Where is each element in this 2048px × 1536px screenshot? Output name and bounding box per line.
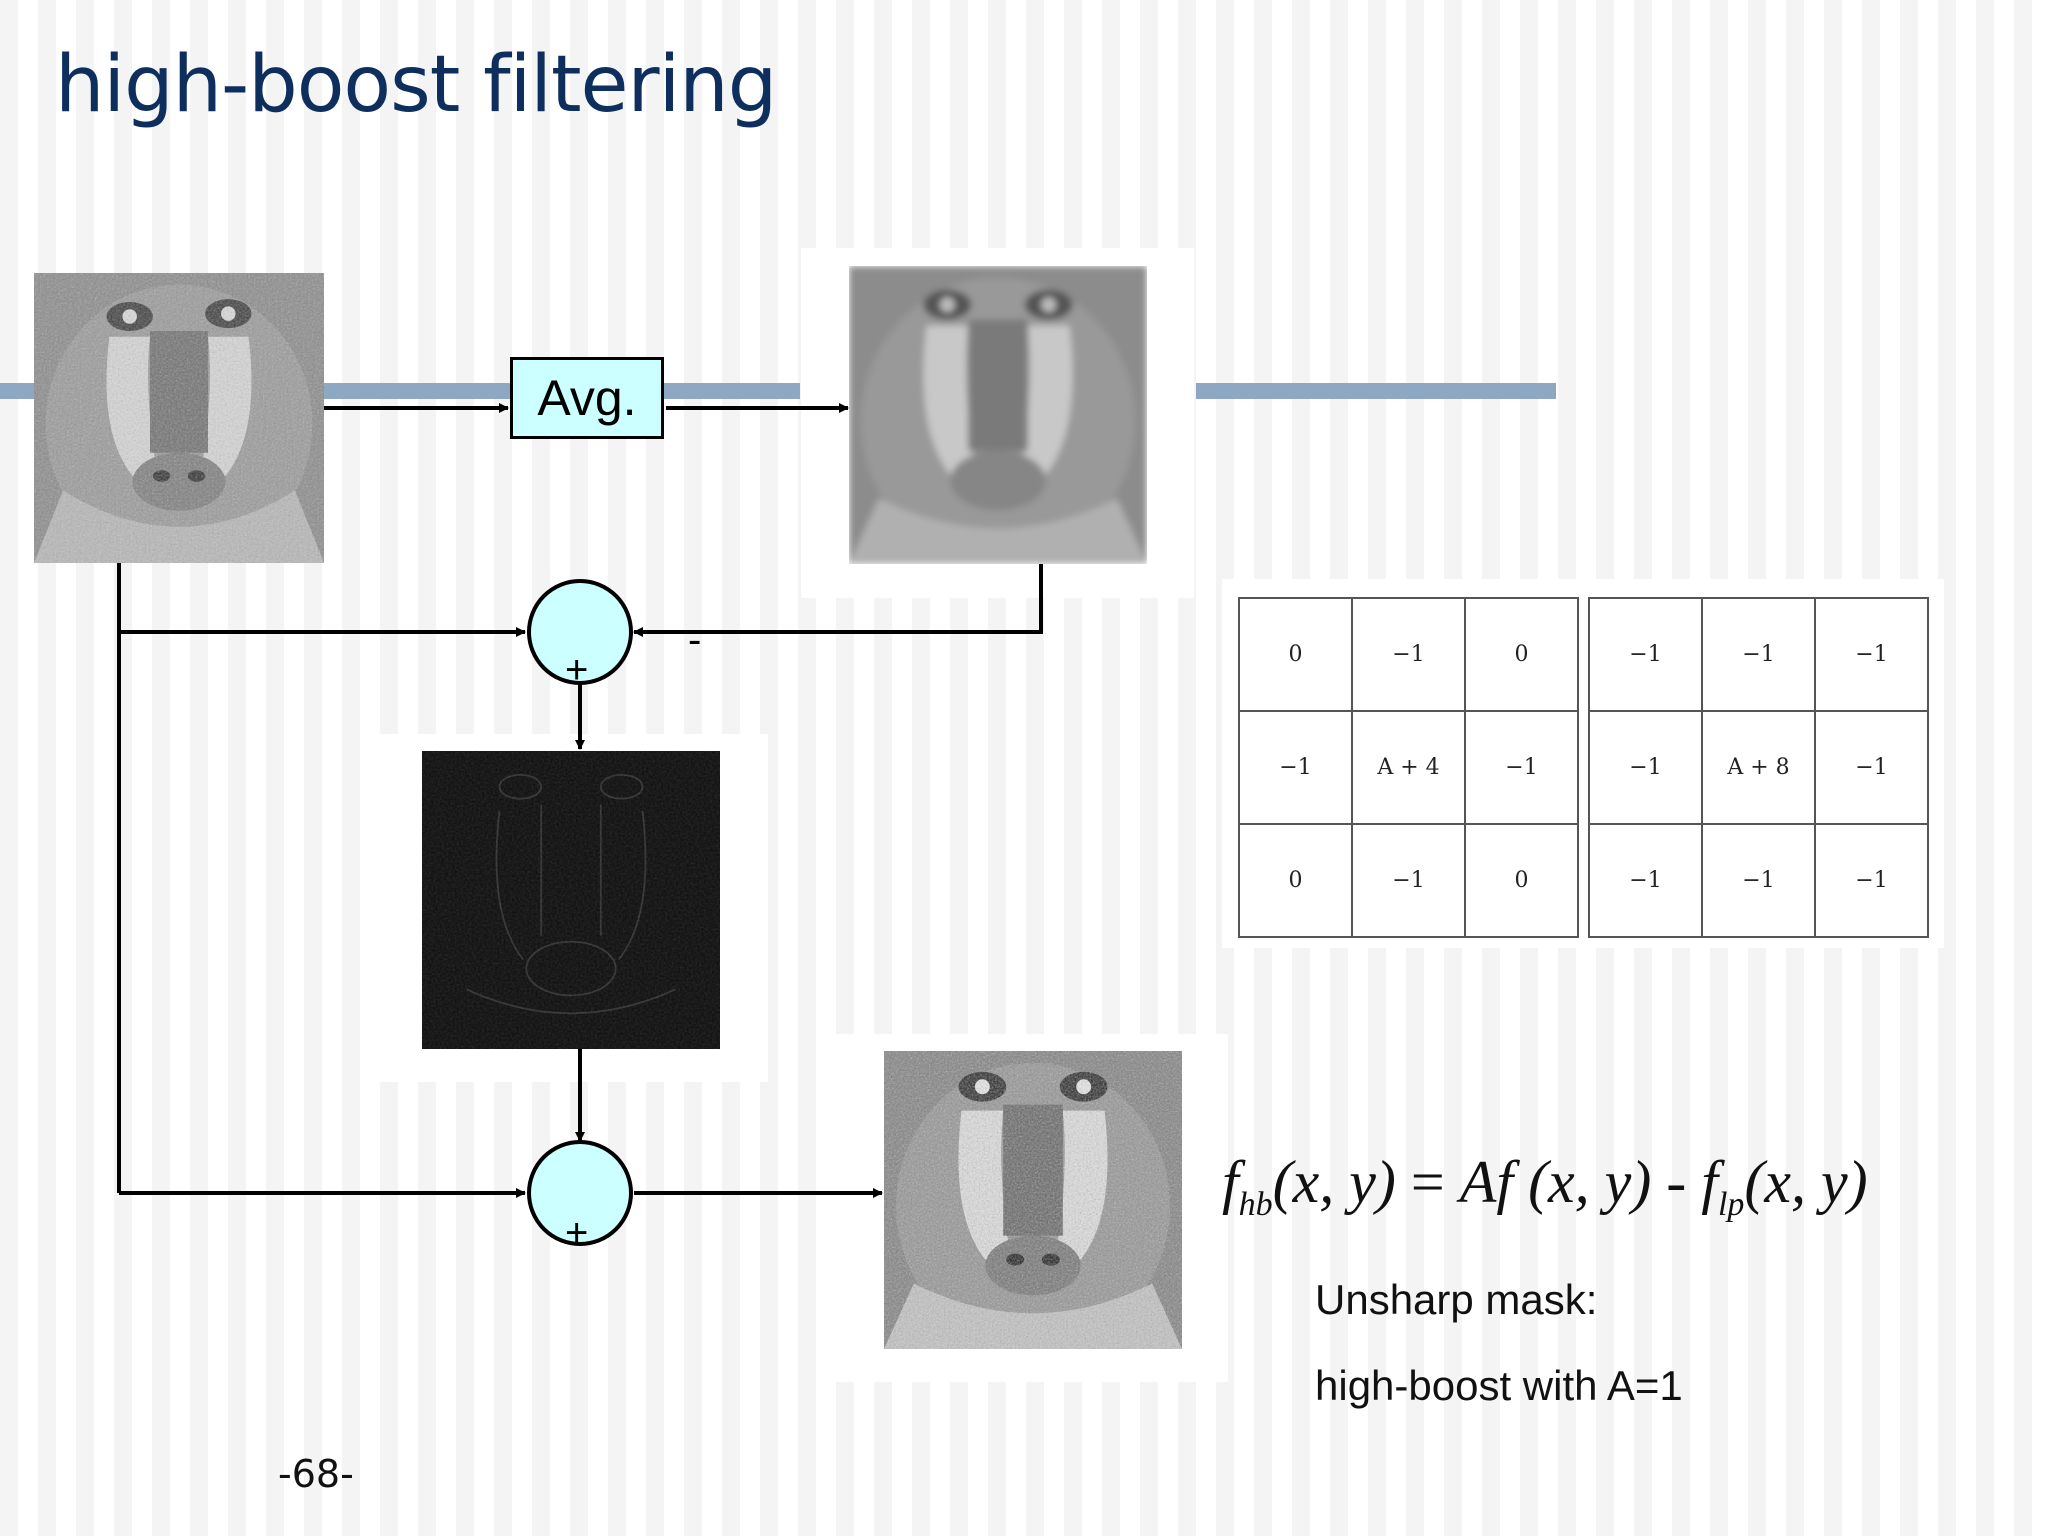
plus-sign-top: +: [565, 648, 589, 692]
formula-args2: (x, y): [1744, 1149, 1868, 1215]
high-boost-note: high-boost with A=1: [1315, 1362, 1683, 1409]
formula-f2: f: [1701, 1149, 1718, 1215]
kernel-cell: −1: [1588, 823, 1703, 938]
formula-minus: -: [1651, 1149, 1702, 1215]
formula-eq: =: [1395, 1149, 1460, 1215]
add-node: [527, 1140, 633, 1246]
averaged-image: [849, 266, 1147, 564]
formula-rhs: Af (x, y): [1459, 1149, 1652, 1215]
kernel-cell: −1: [1238, 710, 1353, 825]
kernel-cell: −1: [1588, 597, 1703, 712]
kernel-cell: 0: [1238, 823, 1353, 938]
avg-filter-box: Avg.: [510, 357, 664, 439]
kernel-cell: 0: [1464, 823, 1579, 938]
minus-sign: -: [688, 618, 702, 662]
kernel-cell: −1: [1351, 597, 1466, 712]
kernel-cell: −1: [1701, 597, 1816, 712]
kernel-cell: −1: [1814, 597, 1929, 712]
kernel-cell: A + 4: [1351, 710, 1466, 825]
original-image: [34, 273, 324, 563]
formula-sub-hb: hb: [1238, 1186, 1273, 1223]
kernel-cell: A + 8: [1701, 710, 1816, 825]
result-image: [884, 1051, 1182, 1349]
wire-blurred-to-sub: [633, 564, 1043, 637]
kernel-cell: 0: [1464, 597, 1579, 712]
formula-f1: f: [1222, 1149, 1239, 1215]
kernel-cell: −1: [1588, 710, 1703, 825]
high-boost-formula: fhb(x, y) = Af (x, y) - flp(x, y): [1222, 1148, 1868, 1224]
unsharp-mask-label: Unsharp mask:: [1315, 1276, 1598, 1323]
mask-image: [422, 751, 720, 1049]
subtract-node: [527, 579, 633, 685]
kernel-cell: −1: [1351, 823, 1466, 938]
kernel-cell: −1: [1814, 823, 1929, 938]
formula-args1: (x, y): [1272, 1149, 1396, 1215]
kernel-cell: −1: [1464, 710, 1579, 825]
kernel-cell: 0: [1238, 597, 1353, 712]
kernel-cell: −1: [1814, 710, 1929, 825]
header-band-right: [1196, 383, 1556, 399]
plus-sign-bottom: +: [565, 1211, 589, 1255]
kernel-cell: −1: [1701, 823, 1816, 938]
slide-title: high-boost filtering: [55, 40, 777, 130]
page-number: -68-: [278, 1452, 354, 1496]
formula-sub-lp: lp: [1717, 1186, 1745, 1223]
